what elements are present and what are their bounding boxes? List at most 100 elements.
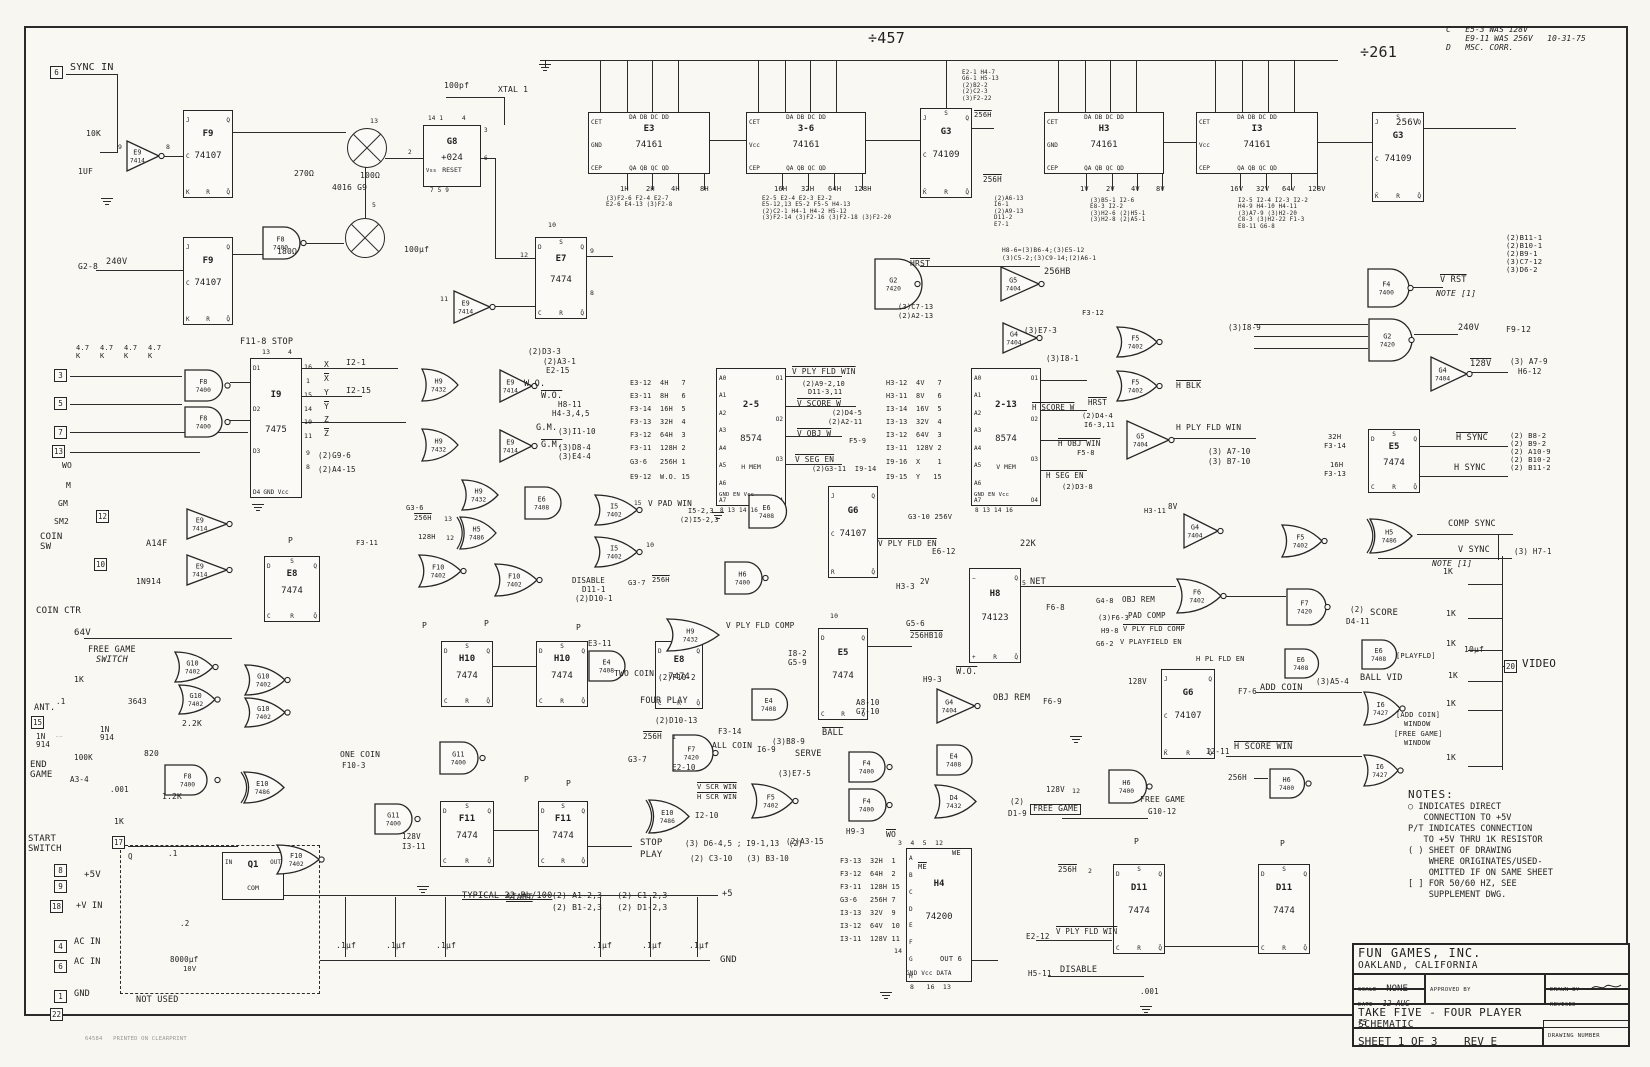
- pin-label: K: [186, 316, 190, 323]
- net-label: P: [1280, 839, 1286, 848]
- wire: [834, 174, 836, 190]
- svg-text:G4: G4: [945, 699, 953, 707]
- pin-label: J: [186, 117, 190, 124]
- wire: [782, 174, 784, 190]
- net-label: 8: [306, 463, 311, 471]
- net-label: E9-12 W.O. 15: [630, 473, 691, 481]
- net-label: .1µf: [436, 941, 457, 950]
- wire: [627, 174, 629, 190]
- svg-text:F8: F8: [199, 378, 207, 386]
- net-label: 1K: [1446, 753, 1457, 762]
- pin-label: R: [206, 189, 210, 196]
- net-label: 100µf: [404, 245, 430, 254]
- net-label: 128V: [1128, 677, 1147, 686]
- ic-part-number: 7474: [456, 831, 478, 841]
- net-label: ADD COIN: [1260, 683, 1303, 693]
- net-label: GM: [58, 499, 69, 508]
- net-label: V OBJ W: [797, 429, 832, 438]
- pin-label: D: [658, 648, 662, 655]
- net-label: (2) B8-2 (2) B9-2 (2) A10-9 (2) B10-2 (2…: [1510, 431, 1551, 473]
- net-label: 270Ω: [294, 169, 315, 178]
- net-label: 8 13 14 16: [720, 507, 759, 514]
- net-label: NOT USED: [136, 995, 179, 1005]
- net-label: G2-8: [78, 262, 99, 271]
- svg-text:7402: 7402: [188, 701, 203, 708]
- net-label: TYPICAL 22 PL/100: [462, 891, 553, 901]
- net-label: F3-13 32H 1: [840, 857, 896, 865]
- svg-text:E9: E9: [196, 563, 204, 571]
- net-label: H8-6=(3)B6-4;(3)E5-12: [1002, 247, 1085, 254]
- pin-label: A5: [974, 462, 982, 470]
- svg-text:E10: E10: [661, 809, 673, 817]
- svg-text:7402: 7402: [607, 554, 622, 561]
- svg-text:G2: G2: [1383, 333, 1391, 341]
- pin-label: O3: [775, 456, 783, 464]
- pin-label: Q̄: [226, 189, 230, 196]
- net-label: H OBJ WIN: [1058, 439, 1101, 448]
- net-label: (3)E7-3: [1024, 326, 1058, 335]
- drawing-number-label: DRAWING NUMBER: [1548, 1033, 1600, 1039]
- net-label: WE: [952, 849, 961, 857]
- svg-text:H9: H9: [686, 628, 694, 636]
- net-label: ALL COIN: [712, 741, 753, 750]
- drawing-title-line2: SCHEMATIC: [1358, 1019, 1414, 1030]
- wire: [1420, 446, 1508, 448]
- svg-text:F5: F5: [1131, 335, 1139, 343]
- wire: [1136, 60, 1138, 112]
- ic-ref: H4: [933, 878, 945, 889]
- net-label: 256HB10: [910, 631, 944, 640]
- wire: [446, 97, 504, 99]
- svg-text:7486: 7486: [255, 789, 270, 796]
- svg-text:H5: H5: [1385, 529, 1393, 537]
- svg-text:I6: I6: [1377, 701, 1385, 709]
- wire: [587, 256, 613, 258]
- pin-label: J: [923, 115, 927, 122]
- net-label: 100K: [74, 753, 93, 762]
- net-label: OBJ REM: [993, 693, 1031, 703]
- net-label: (2)A9-2,10: [802, 380, 845, 388]
- wire: [70, 376, 182, 378]
- net-label: (2)A6-13 I6-1 (2)A9-13 D11-2 E7-1: [994, 196, 1024, 228]
- pin-label: K̄: [1164, 750, 1168, 757]
- net-label: 128V: [1470, 359, 1492, 369]
- net-label: 1.2K: [162, 792, 183, 801]
- wire: [972, 960, 998, 962]
- svg-text:7420: 7420: [684, 755, 699, 762]
- wire: [84, 638, 232, 640]
- net-label: H9-8: [1101, 627, 1119, 635]
- net-label: DISABLE: [1060, 965, 1098, 975]
- pin-label: D: [1371, 436, 1375, 443]
- pin-label: QA QB QC QD: [786, 165, 826, 172]
- net-label: Y: [324, 402, 330, 411]
- ic-ref: G3: [1392, 131, 1404, 142]
- net-label: I5-2,3: [688, 507, 714, 515]
- net-label: OBJ REM: [1122, 595, 1156, 604]
- pin-label: Q̄: [1413, 484, 1417, 491]
- wire: [1468, 618, 1502, 620]
- pin-label: R: [561, 858, 565, 865]
- net-label: G.M.: [541, 440, 563, 450]
- wire: [836, 60, 838, 112]
- pin-label: CET: [1199, 119, 1210, 126]
- svg-text:F7: F7: [687, 746, 695, 754]
- net-label: DISABLE: [572, 576, 606, 585]
- ic-ref: E3: [643, 124, 655, 135]
- net-label: W.O.: [524, 379, 546, 389]
- svg-text:7400: 7400: [386, 821, 401, 828]
- approved-by-label: APPROVED BY: [1430, 987, 1471, 993]
- net-label: G4-8: [1096, 597, 1114, 605]
- edge-connector-5: 5: [54, 397, 67, 410]
- pin-label: Q̄: [861, 711, 865, 718]
- wire: [1041, 410, 1087, 412]
- pin-label: Q̄: [1417, 193, 1421, 200]
